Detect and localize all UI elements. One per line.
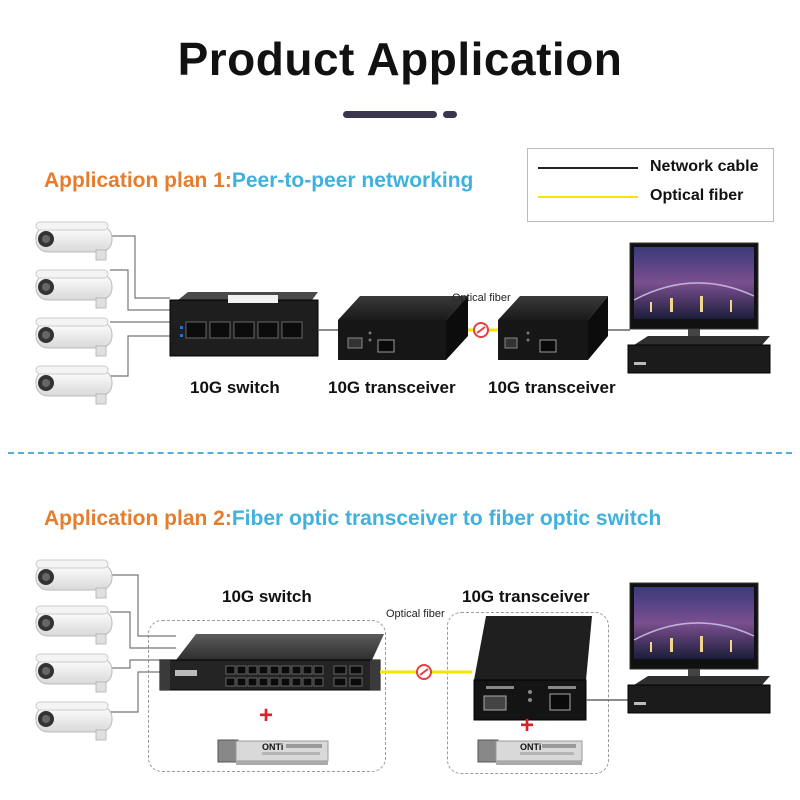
camera-icon <box>35 701 113 741</box>
section-divider <box>8 452 792 454</box>
plan1-switch <box>169 292 319 357</box>
switch-ports <box>225 665 363 687</box>
plan1-transceiver-2 <box>498 296 608 360</box>
plan2-switch <box>159 634 384 691</box>
plan1-description: Peer-to-peer networking <box>231 169 474 192</box>
optical-fiber-swatch <box>538 196 638 198</box>
plan2-camera-cables <box>110 574 176 713</box>
title-underline-dot <box>443 111 457 118</box>
plan1-transceiver2-label: 10G transceiver <box>488 378 616 397</box>
plan1-switch-label: 10G switch <box>190 378 280 397</box>
camera-icon <box>35 365 113 405</box>
plan2-transceiver <box>473 616 592 721</box>
plan2-nvr <box>627 676 771 714</box>
plus-icon: + <box>259 702 274 729</box>
plan1-prefix: Application plan 1: <box>44 169 232 192</box>
plan1-transceiver-1 <box>338 296 468 360</box>
camera-icon <box>35 269 113 309</box>
plan2-switch-box <box>148 620 386 772</box>
plan2-cameras <box>35 559 113 741</box>
camera-icon <box>35 317 113 357</box>
legend: Network cable Optical fiber <box>527 148 774 222</box>
plan2-diagram <box>35 559 771 765</box>
plan1-transceiver1-label: 10G transceiver <box>328 378 456 397</box>
plan1-heading: Application plan 1:Peer-to-peer networki… <box>44 169 473 193</box>
plan2-sfp-module-2 <box>477 739 583 765</box>
title-underline <box>343 111 437 118</box>
sfp-brand-2: ONTi <box>520 742 542 752</box>
plan1-fiber-label: Optical fiber <box>452 292 511 304</box>
plan2-sfp-module-1 <box>217 739 329 765</box>
fiber-break-icon <box>416 664 432 680</box>
fiber-break-icon <box>473 322 489 338</box>
network-cable-swatch <box>538 167 638 169</box>
plan2-transceiver-box <box>447 612 609 774</box>
plan1-camera-cables <box>110 235 170 377</box>
sfp-brand-1: ONTi <box>262 742 284 752</box>
legend-network-cable: Network cable <box>650 158 759 175</box>
plan2-prefix: Application plan 2: <box>44 507 232 530</box>
plan2-description: Fiber optic transceiver to fiber optic s… <box>231 507 662 530</box>
plan2-heading: Application plan 2:Fiber optic transceiv… <box>44 507 661 531</box>
plan2-transceiver-label: 10G transceiver <box>462 587 590 606</box>
plan2-switch-label: 10G switch <box>222 587 312 606</box>
camera-icon <box>35 605 113 645</box>
plus-icon: + <box>520 712 535 739</box>
page-title: Product Application <box>177 33 623 85</box>
legend-optical-fiber: Optical fiber <box>650 187 744 204</box>
plan2-fiber-label: Optical fiber <box>386 608 445 620</box>
plan1-diagram <box>35 221 771 405</box>
camera-icon <box>35 221 113 261</box>
camera-icon <box>35 653 113 693</box>
camera-icon <box>35 559 113 599</box>
plan1-nvr <box>627 336 771 374</box>
plan1-monitor <box>629 242 759 341</box>
plan1-cameras <box>35 221 113 405</box>
plan2-monitor <box>629 582 759 681</box>
